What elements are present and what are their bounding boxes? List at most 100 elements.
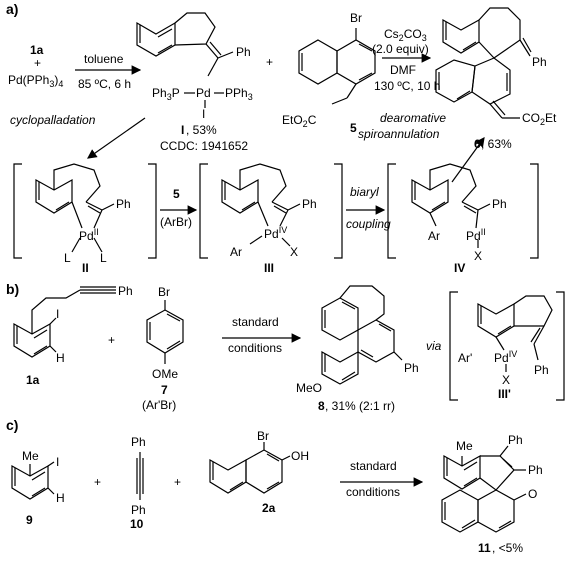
spiroannulation-label: spiroannulation [358, 127, 440, 141]
section-a-label: a) [6, 1, 18, 17]
intermediate-IIIp-structure [477, 295, 553, 372]
c-11-ph-right: Ph [528, 463, 543, 477]
b-8-ph: Ph [404, 361, 419, 375]
pd-reagent: Pd(PPh3)4 [8, 73, 63, 89]
c-9-me: Me [22, 449, 39, 463]
product-11-structure [441, 445, 527, 533]
complex-I-iodide: I [202, 107, 205, 121]
int-II-pd: PdII [79, 227, 99, 243]
c-11-ph-top: Ph [508, 433, 523, 447]
b-7-label: 7 [161, 383, 168, 397]
c-9-h: H [56, 491, 65, 505]
product-6-ester: CO2Et [522, 111, 557, 127]
b-1a-label: 1a [26, 373, 40, 387]
complex-I-ph3p: Ph3P [152, 86, 180, 102]
c-10-label: 10 [130, 517, 144, 531]
c-2a-br: Br [257, 429, 269, 443]
b-8-meo: MeO [296, 381, 322, 395]
arbr-label: (ArBr) [160, 215, 192, 229]
plus-sign: + [34, 56, 41, 70]
int-II-ligand-right: L [100, 251, 107, 265]
b-via: via [426, 339, 442, 353]
b-7-arbr: (Ar'Br) [142, 398, 176, 412]
intermediate-IIIp-bracket [449, 291, 565, 401]
b-cond-top: standard [232, 315, 279, 329]
c-plus-2: + [174, 475, 181, 489]
section-b-label: b) [6, 281, 19, 297]
c-9-label: 9 [26, 513, 33, 527]
int-II-ligand-left: L [64, 251, 71, 265]
compound-5-structure [298, 28, 376, 105]
c-11-o: O [528, 487, 537, 501]
intermediate-II-structure [35, 163, 115, 253]
b-1a-ph: Ph [118, 284, 133, 298]
cond1-top: toluene [84, 52, 124, 66]
cond1-bottom: 85 ºC, 6 h [78, 77, 131, 91]
compound-5-label: 5 [350, 121, 357, 135]
complex-I-pd: Pd [196, 86, 211, 100]
int-IV-x: X [474, 249, 482, 263]
biaryl-label: biaryl [350, 185, 379, 199]
cond2-base: Cs2CO3 [384, 27, 427, 43]
c-11-me: Me [456, 439, 473, 453]
complex-I-structure [136, 12, 234, 77]
int-IV-ar: Ar [428, 229, 440, 243]
b-1a-h: H [56, 351, 65, 365]
c-10-ph-top: Ph [131, 435, 146, 449]
b-int-pd: PdIV [494, 349, 517, 365]
dearomative-label: dearomative [380, 111, 446, 125]
b-7-ome: OMe [152, 367, 178, 381]
int-III-pd: PdIV [264, 225, 287, 241]
ccdc-number: CCDC: 1941652 [160, 139, 248, 153]
product-6-yield: , 63% [481, 137, 512, 151]
b-int-ph: Ph [534, 363, 549, 377]
compound-2a-structure [209, 442, 291, 494]
c-cond-bottom: conditions [346, 485, 400, 499]
compound-5-br: Br [350, 11, 362, 25]
compound-7-structure [146, 300, 184, 364]
cond2-solvent: DMF [390, 63, 416, 77]
section-c-label: c) [6, 417, 18, 433]
intermediate-II-bracket [13, 163, 157, 259]
product-6-ph: Ph [532, 55, 547, 69]
complex-I-label: I [181, 123, 184, 137]
c-11-label: 11 [478, 541, 491, 555]
int-III-label: III [264, 261, 274, 275]
reactant-1a-label: 1a [30, 43, 44, 57]
int-III-ar: Ar [230, 245, 242, 259]
int-IV-label: IV [454, 261, 465, 275]
intermediate-IV-structure [411, 163, 491, 248]
coupling-label: coupling [346, 217, 391, 231]
b-8-label: 8 [318, 399, 325, 413]
cond2-temp: 130 ºC, 10 h [374, 79, 440, 93]
plus-sign-2: + [266, 55, 273, 69]
compound-10-structure [136, 452, 144, 500]
complex-I-pph3: PPh3 [225, 86, 253, 102]
intermediate-IV-bracket [387, 163, 539, 259]
intermediate-III-bracket [199, 163, 343, 259]
cond2-equiv: (2.0 equiv) [372, 42, 429, 56]
c-11-yield: , <5% [492, 541, 523, 555]
b-8-yield: , 31% (2:1 rr) [325, 399, 395, 413]
int-IV-pd: PdII [466, 227, 486, 243]
arrow-spiroannulation [451, 137, 485, 183]
int-III-ph: Ph [302, 197, 317, 211]
compound-5-ester: EtO2C [282, 113, 317, 129]
b-int-arprime: Ar' [458, 351, 472, 365]
b-int-label: III' [498, 387, 511, 401]
complex-I-yield: , 53% [186, 123, 217, 137]
product-8-structure [321, 285, 403, 385]
b-int-x: X [502, 373, 510, 387]
c-9-iodide: I [56, 455, 59, 469]
int-IV-ph: Ph [492, 197, 507, 211]
b-7-br: Br [158, 285, 170, 299]
complex-I-ph: Ph [236, 45, 251, 59]
arbr-cmpd5: 5 [173, 187, 180, 201]
b-plus: + [108, 333, 115, 347]
b-cond-bottom: conditions [228, 341, 282, 355]
c-cond-top: standard [350, 459, 397, 473]
intermediate-III-structure [221, 163, 301, 247]
c-10-ph-bottom: Ph [131, 503, 146, 517]
int-II-ph: Ph [116, 197, 131, 211]
